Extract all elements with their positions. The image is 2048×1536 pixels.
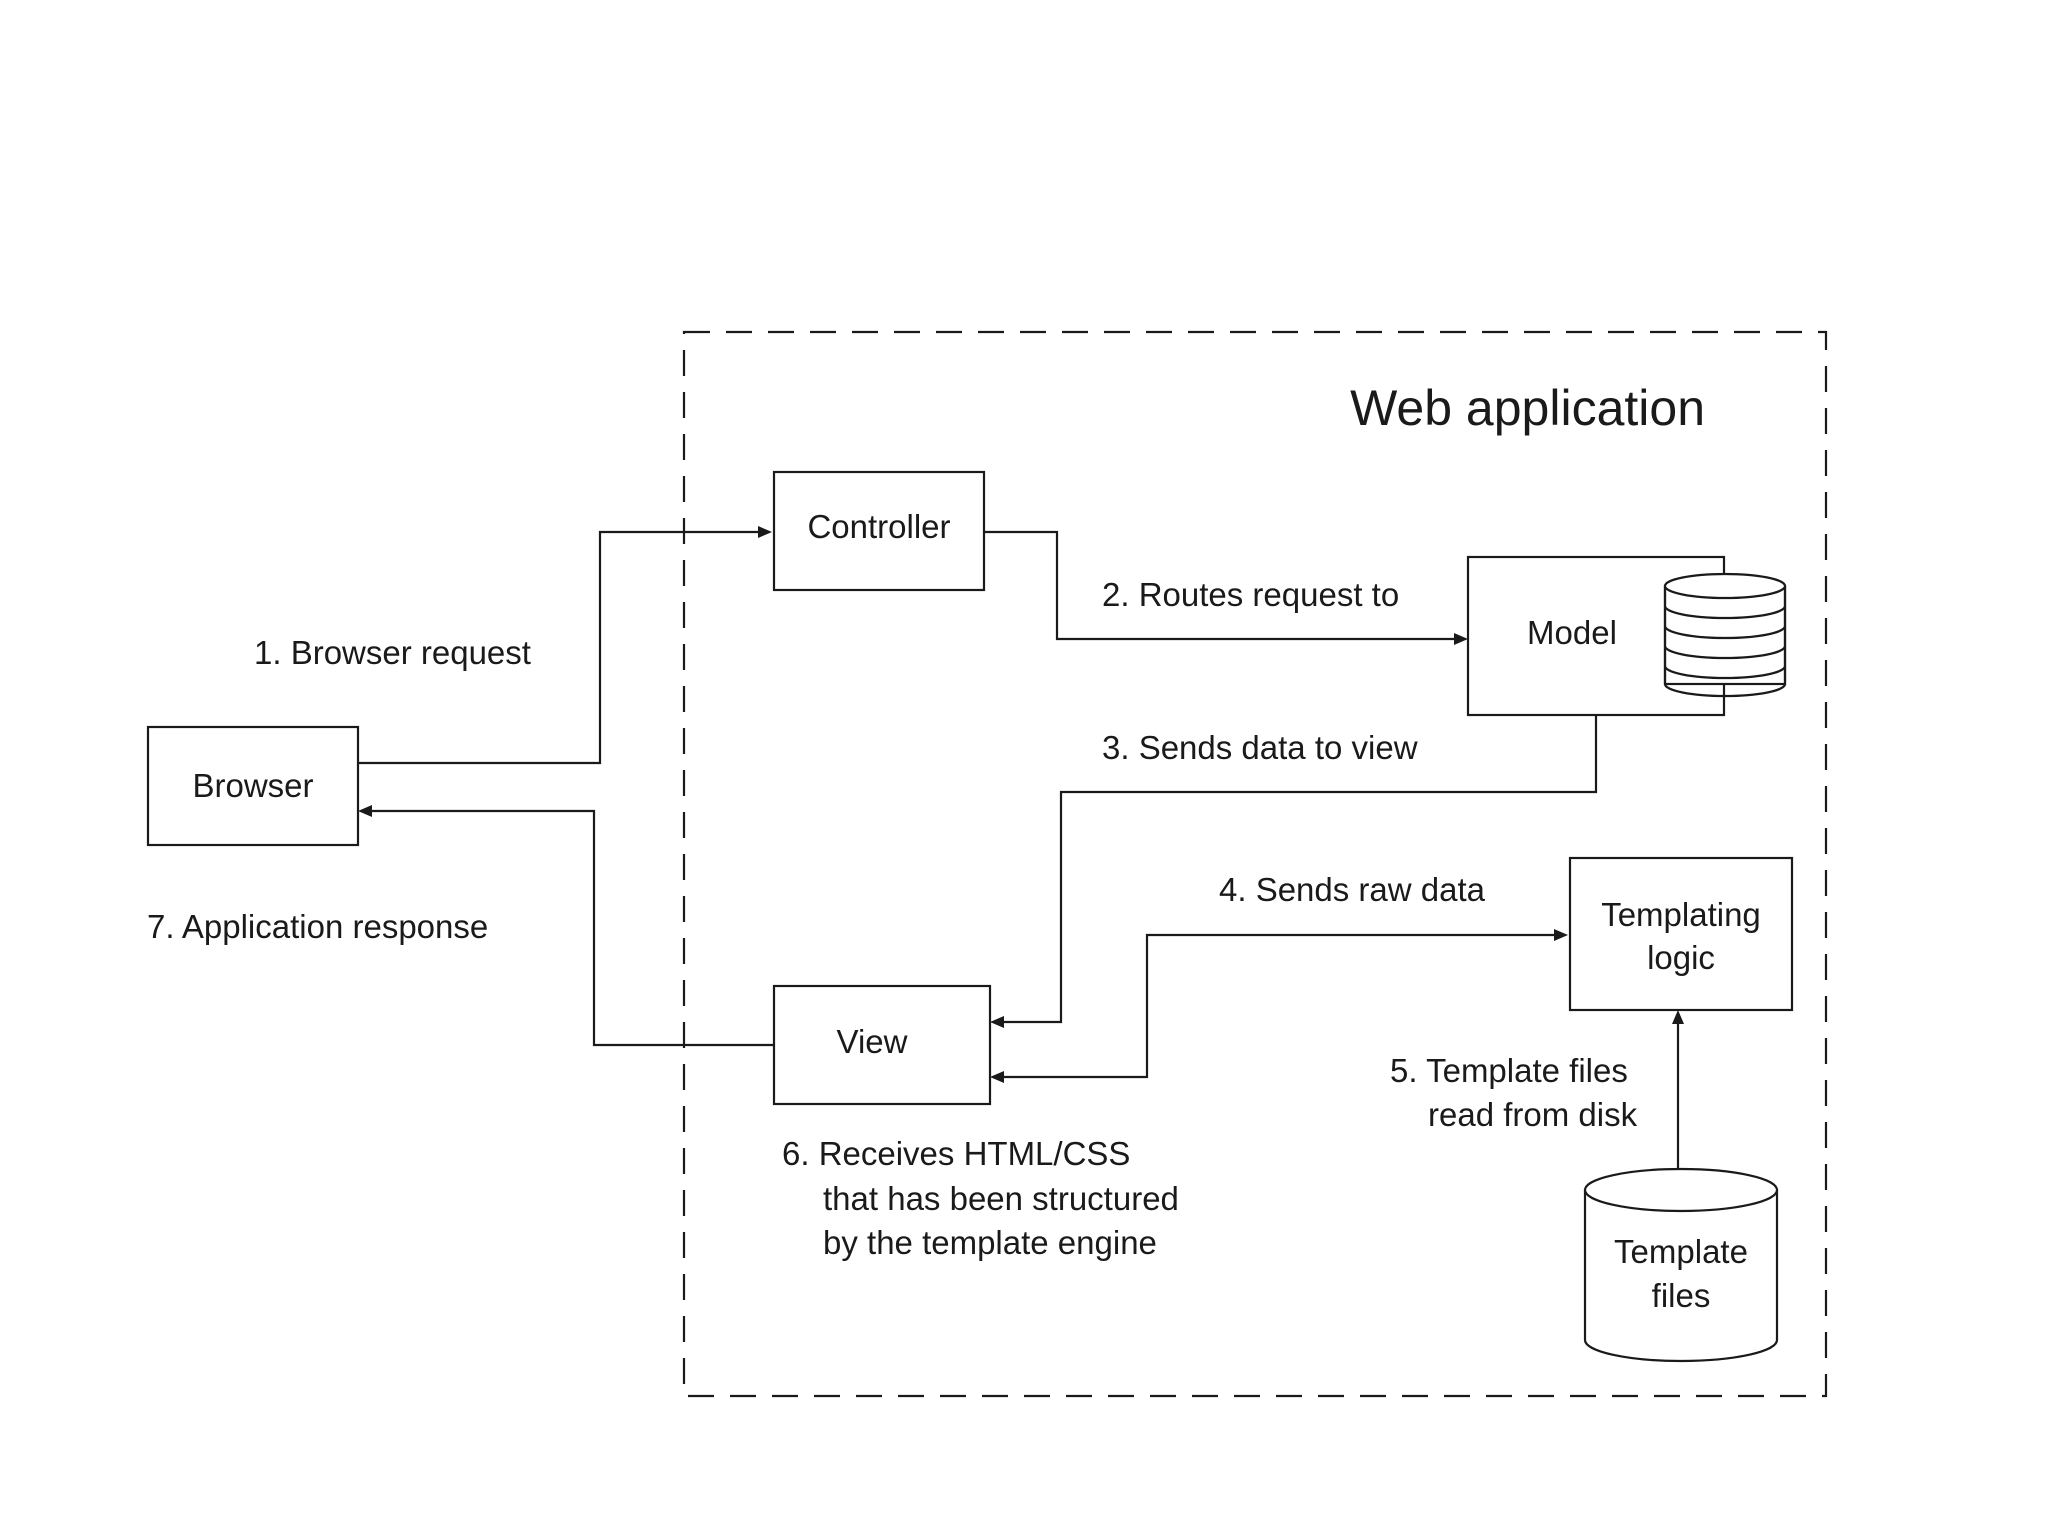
step-5-label-line1: 5. Template files <box>1390 1052 1628 1089</box>
template-files-cylinder: Template files <box>1585 1169 1777 1361</box>
step-6-label-line2: that has been structured <box>823 1180 1179 1217</box>
step-2-label: 2. Routes request to <box>1102 576 1399 613</box>
step-4-label: 4. Sends raw data <box>1219 871 1486 908</box>
step-3-label: 3. Sends data to view <box>1102 729 1418 766</box>
browser-label: Browser <box>192 767 313 804</box>
template-files-label-line2: files <box>1652 1277 1711 1314</box>
arrowhead <box>758 526 772 538</box>
web-application-title: Web application <box>1350 380 1705 436</box>
arrowhead <box>1672 1010 1684 1024</box>
templating-logic-box: Templating logic <box>1570 858 1792 1010</box>
arrowhead <box>1454 633 1468 645</box>
arrowhead <box>1554 929 1568 941</box>
step-6-label-line1: 6. Receives HTML/CSS <box>782 1135 1130 1172</box>
view-box: View <box>774 986 990 1104</box>
templating-logic-label-line1: Templating <box>1601 896 1761 933</box>
template-files-label-line1: Template <box>1614 1233 1748 1270</box>
view-label: View <box>837 1023 908 1060</box>
arrowhead <box>990 1071 1004 1083</box>
step-6-label-line3: by the template engine <box>823 1224 1157 1261</box>
database-icon <box>1665 574 1785 696</box>
model-label: Model <box>1527 614 1617 651</box>
step-5-label-line2: read from disk <box>1428 1096 1638 1133</box>
model-box: Model <box>1468 557 1785 715</box>
controller-label: Controller <box>807 508 950 545</box>
arrowhead <box>990 1016 1004 1028</box>
browser-box: Browser <box>148 727 358 845</box>
arrowhead <box>358 805 372 817</box>
templating-logic-label-line2: logic <box>1647 939 1715 976</box>
step-1-label: 1. Browser request <box>254 634 531 671</box>
controller-box: Controller <box>774 472 984 590</box>
step-7-label: 7. Application response <box>147 908 488 945</box>
